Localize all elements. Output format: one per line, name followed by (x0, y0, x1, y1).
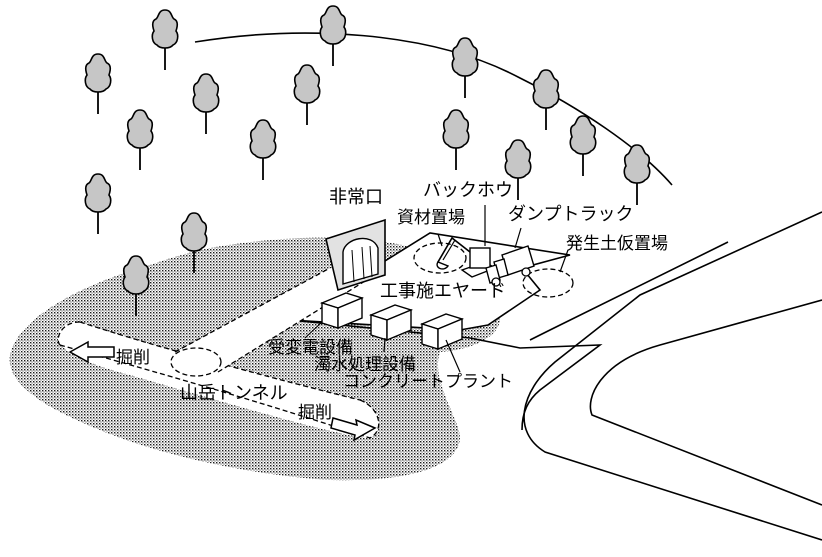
road-inner-curve (589, 299, 822, 506)
access-road (469, 337, 603, 431)
label-soil-yard: 発生土仮置場 (566, 234, 668, 254)
forest-boundary (194, 32, 673, 186)
facility-box-icon (319, 292, 465, 351)
label-excavation-right: 掘削 (298, 403, 332, 423)
label-backhoe: バックホウ (423, 180, 513, 201)
label-material-yard: 資材置場 (397, 208, 465, 228)
leader-lines (304, 205, 569, 373)
junction-circle (170, 347, 222, 377)
label-excavation-left: 掘削 (116, 348, 150, 368)
label-construction-yard: 工事施エヤード (380, 281, 506, 302)
tunnel-right-end (359, 399, 380, 439)
access-tunnel (175, 268, 378, 372)
soil-yard-area (522, 268, 574, 298)
road-outer-edge (523, 211, 822, 541)
label-dump-truck: ダンプトラック (508, 204, 633, 225)
material-yard-area (413, 242, 467, 274)
label-substation: 受変電設備 (268, 338, 353, 358)
dump-truck-icon (485, 245, 535, 287)
road-inner-edge (529, 241, 729, 341)
tunnel-left-end (57, 321, 81, 346)
label-water-treatment: 濁水処理設備 (314, 355, 416, 375)
tunnel-portal-icon (325, 218, 386, 292)
arrow-icon (330, 417, 377, 442)
arrow-icon (68, 340, 115, 364)
tunnel-channel (57, 321, 379, 438)
label-emergency-exit: 非常口 (329, 187, 383, 208)
label-tunnel: 山岳トンネル (180, 383, 288, 404)
label-concrete-plant: コンクリートプラント (343, 372, 513, 392)
